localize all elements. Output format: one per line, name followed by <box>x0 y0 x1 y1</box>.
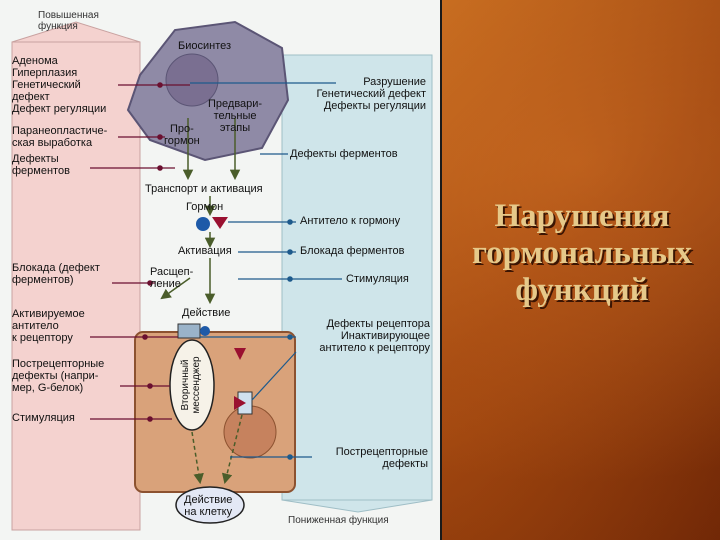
right-label-enzyme-defects: Дефекты ферментов <box>290 148 398 160</box>
producing-cell-nucleus <box>165 53 219 107</box>
path-arrow-cleavage <box>160 277 191 300</box>
cleavage-label: Расщеп-ление <box>150 266 194 290</box>
increased-function-arrow <box>11 21 141 43</box>
decreased-function-arrow <box>281 499 433 513</box>
right-label-stimulation: Стимуляция <box>346 273 409 285</box>
cell-action-oval <box>175 486 245 524</box>
activation-label: Активация <box>178 245 232 257</box>
right-label-antibody-hormone: Антитело к гормону <box>300 215 401 227</box>
panel-divider <box>438 0 442 540</box>
target-cell <box>134 331 296 493</box>
right-connector-inactivating <box>251 351 297 401</box>
left-label-paraneoplastic: Паранеопластиче-ская выработка <box>12 125 108 149</box>
biosynthesis-label: Биосинтез <box>178 40 232 52</box>
receptor-ligand-marker <box>234 396 246 410</box>
right-label-enzyme-block: Блокада ферментов <box>300 245 405 257</box>
slide-title-line-1: Нарушения <box>494 198 670 234</box>
slide-title-line-2: гормональных <box>471 235 693 271</box>
path-arrow-messenger <box>191 431 204 485</box>
second-messenger-oval <box>169 339 215 431</box>
decreased-function-label: Пониженная функция <box>288 515 389 526</box>
slide-title: Нарушения гормональных функций <box>448 198 716 309</box>
hormone-dot <box>196 217 210 231</box>
antibody-to-hormone <box>212 217 228 229</box>
transport-label: Транспорт и активация <box>145 183 263 195</box>
receptor-bound-hormone <box>200 326 210 336</box>
inactivating-antibody <box>234 348 246 360</box>
action-label: Действие <box>182 307 231 319</box>
increased-function-band <box>11 41 141 531</box>
path-arrow-intracellular <box>221 414 243 485</box>
diagram-graphics <box>11 20 433 531</box>
hormone-label: Гормон <box>186 201 224 213</box>
slide-title-line-3: функций <box>515 272 649 308</box>
receptor <box>177 323 201 339</box>
prohormone-label: Про-гормон <box>164 123 200 147</box>
left-label-stimulation: Стимуляция <box>12 412 75 424</box>
